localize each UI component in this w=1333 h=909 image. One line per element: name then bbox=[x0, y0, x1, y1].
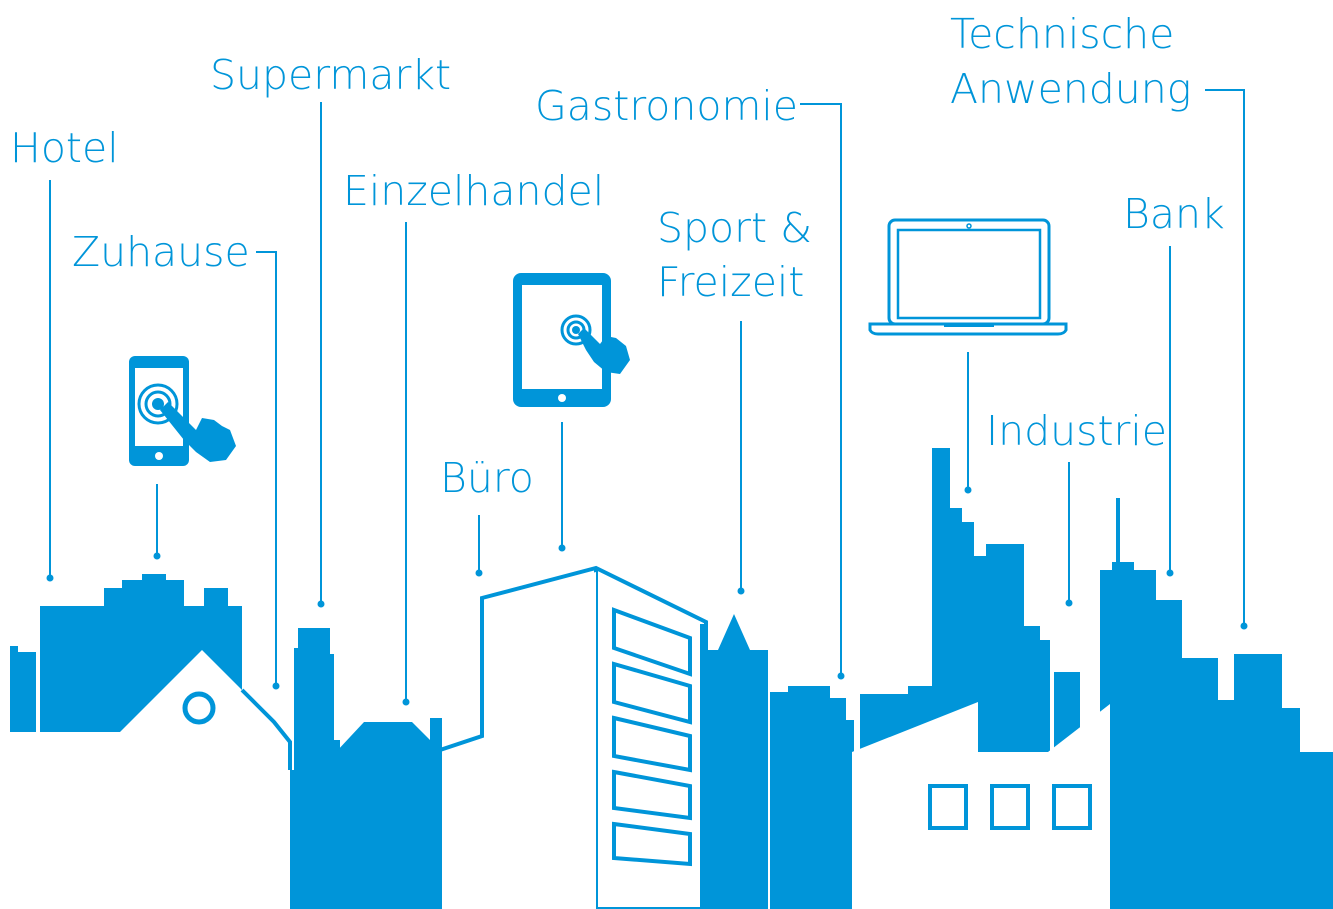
connector-dot-einzelhandel bbox=[402, 698, 410, 706]
connector-dot-sport bbox=[737, 587, 745, 595]
label-hotel: Hotel bbox=[10, 124, 119, 172]
building-supermarkt bbox=[286, 628, 340, 909]
label-gastronomie: Gastronomie bbox=[535, 82, 798, 130]
connector-dot-supermarkt bbox=[317, 600, 325, 608]
connector-dot-gastronomie bbox=[837, 672, 845, 680]
office-window bbox=[612, 715, 692, 773]
office-window bbox=[612, 769, 692, 821]
office-window bbox=[612, 821, 692, 867]
building-einzelhandel bbox=[336, 718, 442, 909]
label-supermarkt: Supermarkt bbox=[210, 51, 451, 99]
office-windows bbox=[612, 607, 692, 867]
connector-dot-phone bbox=[153, 552, 161, 560]
connector-dot-bank bbox=[1166, 569, 1174, 577]
connector-dot-tablet bbox=[558, 544, 566, 552]
building-bank bbox=[1100, 498, 1333, 909]
building-gastronomie-block bbox=[770, 686, 854, 909]
label-technische-line1: Technische bbox=[950, 10, 1174, 58]
connector-dot-buero bbox=[475, 569, 483, 577]
connector-dot-hotel bbox=[46, 574, 54, 582]
label-technische-line2: Anwendung bbox=[950, 65, 1191, 113]
factory-window bbox=[990, 784, 1030, 830]
factory-window bbox=[928, 784, 968, 830]
connector-technische bbox=[1205, 89, 1245, 626]
factory-windows bbox=[928, 784, 1092, 830]
factory-window bbox=[1052, 784, 1092, 830]
label-bank: Bank bbox=[1123, 190, 1225, 238]
connector-dot-industrie bbox=[1065, 599, 1073, 607]
connector-dot-laptop bbox=[964, 486, 972, 494]
tablet-touch-icon bbox=[513, 273, 630, 407]
foreground bbox=[0, 565, 1116, 909]
label-einzelhandel: Einzelhandel bbox=[343, 167, 604, 215]
connector-dot-technische bbox=[1240, 622, 1248, 630]
office-right-side bbox=[700, 624, 706, 909]
laptop-icon bbox=[868, 218, 1068, 336]
building-house-outline bbox=[240, 688, 292, 770]
connector-lines bbox=[46, 89, 1248, 706]
connector-zuhause bbox=[256, 251, 277, 686]
label-zuhause: Zuhause bbox=[72, 228, 250, 276]
house-round-window bbox=[182, 691, 216, 725]
building-office bbox=[439, 565, 708, 909]
building-factory bbox=[852, 702, 1110, 909]
office-window bbox=[612, 607, 692, 677]
label-buero: Büro bbox=[440, 454, 534, 502]
connector-gastronomie bbox=[800, 103, 842, 676]
connector-dot-zuhause bbox=[272, 682, 280, 690]
label-industrie: Industrie bbox=[986, 407, 1167, 455]
building-bank-lower bbox=[1110, 700, 1116, 909]
label-sport-line1: Sport & bbox=[657, 204, 812, 252]
building-office-body bbox=[484, 572, 596, 909]
smartphone-touch-icon bbox=[129, 356, 236, 466]
building-house bbox=[0, 650, 290, 909]
office-window bbox=[612, 661, 692, 725]
label-sport-line2: Freizeit bbox=[657, 258, 804, 306]
building-gastronomie-tower bbox=[706, 614, 768, 909]
